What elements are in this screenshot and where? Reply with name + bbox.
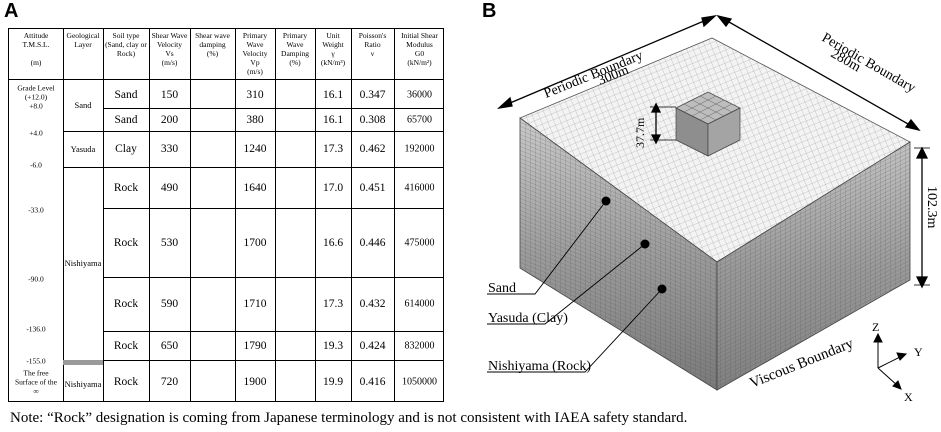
table-cell-vp: 1900 bbox=[243, 376, 267, 388]
panel-a-label: A bbox=[4, 0, 19, 22]
table-cell-vp: 1700 bbox=[243, 237, 267, 249]
table-cell-vp: 1790 bbox=[243, 340, 267, 352]
panel-b-label: B bbox=[482, 0, 497, 22]
table-cell-gamma: 17.3 bbox=[322, 143, 344, 155]
table-cell-g0: 416000 bbox=[404, 182, 435, 194]
table-cell-nu: 0.416 bbox=[359, 376, 386, 388]
label-sand: Sand bbox=[488, 281, 516, 296]
table-cell-soil: Rock bbox=[113, 182, 139, 194]
table-cell-soil: Sand bbox=[114, 114, 138, 126]
finite-element-mesh-figure: Periodic Boundary 300m Periodic Boundary… bbox=[487, 14, 939, 404]
table-cell-gamma: 17.3 bbox=[322, 298, 344, 310]
yasuda-marker bbox=[640, 239, 650, 249]
table-cell-gamma: 16.1 bbox=[322, 114, 344, 126]
table-cell-vs: 590 bbox=[160, 298, 179, 310]
table-cell-vp: 1710 bbox=[243, 298, 267, 310]
table-cell-vs: 530 bbox=[160, 237, 179, 249]
layer-label: Nishiyama bbox=[64, 258, 102, 268]
table-cell-g0: 1050000 bbox=[402, 376, 437, 388]
header-unit-weight: Unit Weight γ (kN/m³) bbox=[320, 31, 346, 67]
header-poisson: Poisson's Ratio ν bbox=[358, 31, 387, 58]
table-cell-gamma: 19.9 bbox=[322, 376, 344, 388]
layer-label: Sand bbox=[74, 100, 92, 110]
footnote: Note: “Rock” designation is coming from … bbox=[10, 410, 688, 426]
header-soil-type: Soil type (Sand, clay or Rock) bbox=[105, 31, 147, 58]
table-cell-gamma: 16.1 bbox=[322, 89, 344, 101]
table-cell-nu: 0.462 bbox=[359, 143, 386, 155]
table-cell-vs: 150 bbox=[160, 89, 179, 101]
header-geological-layer: Geological Layer bbox=[66, 31, 100, 49]
axis-z: Z bbox=[872, 320, 879, 334]
table-cell-nu: 0.308 bbox=[359, 114, 386, 126]
header-vp: Primary Wave Velocity Vp (m/s) bbox=[242, 31, 268, 76]
header-primary-damping: Primary Wave Damping (%) bbox=[281, 31, 309, 67]
table-cell-g0: 614000 bbox=[404, 298, 435, 310]
table-cell-g0: 65700 bbox=[407, 114, 432, 126]
table-cell-soil: Rock bbox=[113, 376, 139, 388]
table-cell-gamma: 16.6 bbox=[322, 237, 344, 249]
table-cell-gamma: 17.0 bbox=[322, 182, 344, 194]
altitude-label: The free Surface of the ∞ bbox=[14, 368, 58, 396]
altitude-label: -6.0 bbox=[30, 160, 42, 170]
table-cell-vp: 380 bbox=[246, 114, 264, 126]
table-cell-vp: 310 bbox=[246, 89, 264, 101]
table-cell-vs: 490 bbox=[160, 182, 179, 194]
altitude-label: -136.0 bbox=[26, 324, 46, 334]
nishiyama-marker bbox=[657, 284, 667, 294]
altitude-label: -155.0 bbox=[26, 356, 46, 366]
layer-label: Nishiyama bbox=[64, 379, 102, 389]
table-cell-nu: 0.424 bbox=[359, 340, 386, 352]
table-cell-vs: 330 bbox=[160, 143, 179, 155]
table-cell-vs: 650 bbox=[160, 340, 179, 352]
table-cell-vp: 1240 bbox=[243, 143, 267, 155]
table-cell-g0: 192000 bbox=[404, 143, 435, 155]
altitude-label: Grade Level (+12.0) +8.0 bbox=[17, 83, 55, 111]
table-cell-nu: 0.432 bbox=[359, 298, 386, 310]
header-shear-modulus: Initial Shear Modulus G0 (kN/m²) bbox=[401, 31, 438, 67]
header-shear-damping: Shear wave damping (%) bbox=[195, 31, 230, 58]
bedrock-marker bbox=[63, 360, 103, 365]
label-nishiyama: Nishiyama (Rock) bbox=[488, 359, 591, 374]
periodic-boundary-right: Periodic Boundary bbox=[819, 30, 918, 96]
altitude-label: -33.0 bbox=[28, 205, 44, 215]
table-cell-g0: 36000 bbox=[407, 89, 432, 101]
sand-marker bbox=[601, 196, 611, 206]
building-height: 37.7m bbox=[633, 117, 647, 148]
table-cell-soil: Rock bbox=[113, 340, 139, 352]
altitude-label: -90.0 bbox=[28, 274, 44, 284]
layer-label: Yasuda bbox=[70, 144, 96, 154]
label-yasuda: Yasuda (Clay) bbox=[488, 311, 568, 326]
axis-x: X bbox=[904, 390, 913, 404]
header-altitude: Attitude T.M.S.L. (m) bbox=[22, 31, 50, 67]
reactor-building bbox=[675, 91, 741, 157]
table-cell-g0: 832000 bbox=[404, 340, 435, 352]
header-vs: Shear Wave Velocity Vs (m/s) bbox=[151, 31, 188, 67]
table-cell-soil: Rock bbox=[113, 237, 139, 249]
table-cell-g0: 475000 bbox=[404, 237, 435, 249]
altitude-label: +4.0 bbox=[29, 128, 43, 138]
table-cell-gamma: 19.3 bbox=[322, 340, 344, 352]
axes-icon bbox=[873, 332, 908, 390]
table-cell-nu: 0.446 bbox=[359, 237, 386, 249]
table-cell-vs: 200 bbox=[160, 114, 179, 126]
table-cell-vp: 1640 bbox=[243, 182, 267, 194]
table-cell-soil: Sand bbox=[114, 89, 138, 101]
depth-label: 102.3m bbox=[924, 186, 939, 229]
table-cell-soil: Clay bbox=[115, 143, 137, 155]
soil-properties-table: Attitude T.M.S.L. (m) Geological Layer S… bbox=[8, 28, 444, 402]
axis-y: Y bbox=[914, 345, 923, 359]
table-cell-nu: 0.451 bbox=[359, 182, 386, 194]
table-cell-soil: Rock bbox=[113, 298, 139, 310]
table-cell-nu: 0.347 bbox=[359, 89, 386, 101]
table-cell-vs: 720 bbox=[160, 376, 179, 388]
